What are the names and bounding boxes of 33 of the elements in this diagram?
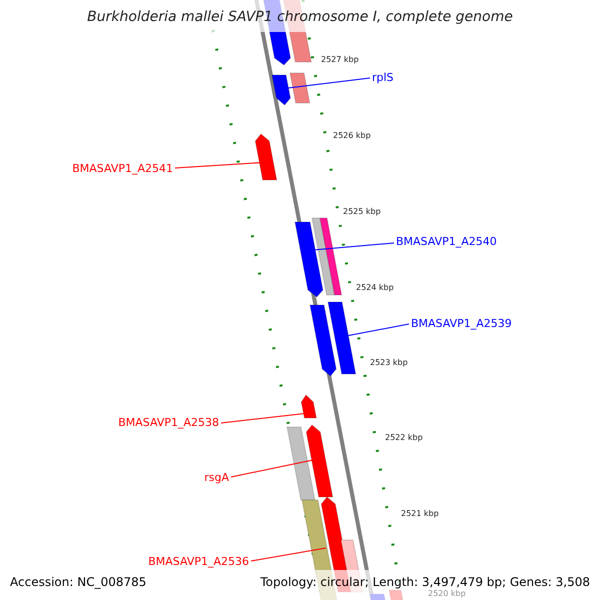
leader-line (312, 242, 394, 250)
gene-label: rplS (372, 72, 394, 83)
scale-label: 2522 kbp (385, 434, 423, 442)
gene-feature (289, 72, 310, 104)
scale-label: 2523 kbp (370, 359, 408, 367)
gene-label: BMASAVP1_A2536 (148, 556, 249, 567)
gene-feature (306, 424, 334, 498)
scale-label: 2520 kbp (428, 590, 466, 598)
leader-line (250, 548, 326, 562)
title: Burkholderia mallei SAVP1 chromosome I, complete genome (86, 10, 514, 24)
scale-label: 2521 kbp (401, 510, 439, 518)
leader-line (230, 460, 314, 478)
gene-feature (254, 133, 278, 180)
gene-feature (300, 394, 317, 418)
genome-info-text: Topology: circular; Length: 3,497,479 bp; Genes: 3,508 (260, 576, 590, 588)
scale-label: 2527 kbp (321, 56, 359, 64)
gene-feature (286, 426, 316, 500)
gene-feature (294, 222, 324, 298)
gene-feature (319, 218, 342, 296)
leader-line (288, 78, 370, 88)
gene-label: BMASAVP1_A2540 (396, 236, 497, 247)
gene-feature (309, 304, 337, 377)
scale-label: 2524 kbp (356, 284, 394, 292)
accession-text: Accession: NC_008785 (10, 576, 146, 588)
gene-label: BMASAVP1_A2538 (118, 417, 219, 428)
scale-label: 2526 kbp (333, 132, 371, 140)
gene-label: rsgA (204, 472, 229, 483)
leader-line (346, 324, 410, 336)
gene-label: BMASAVP1_A2539 (411, 318, 512, 329)
gene-feature (271, 74, 291, 106)
gene-feature (327, 302, 356, 374)
gene-label: BMASAVP1_A2541 (72, 163, 173, 174)
scale-label: 2525 kbp (343, 208, 381, 216)
